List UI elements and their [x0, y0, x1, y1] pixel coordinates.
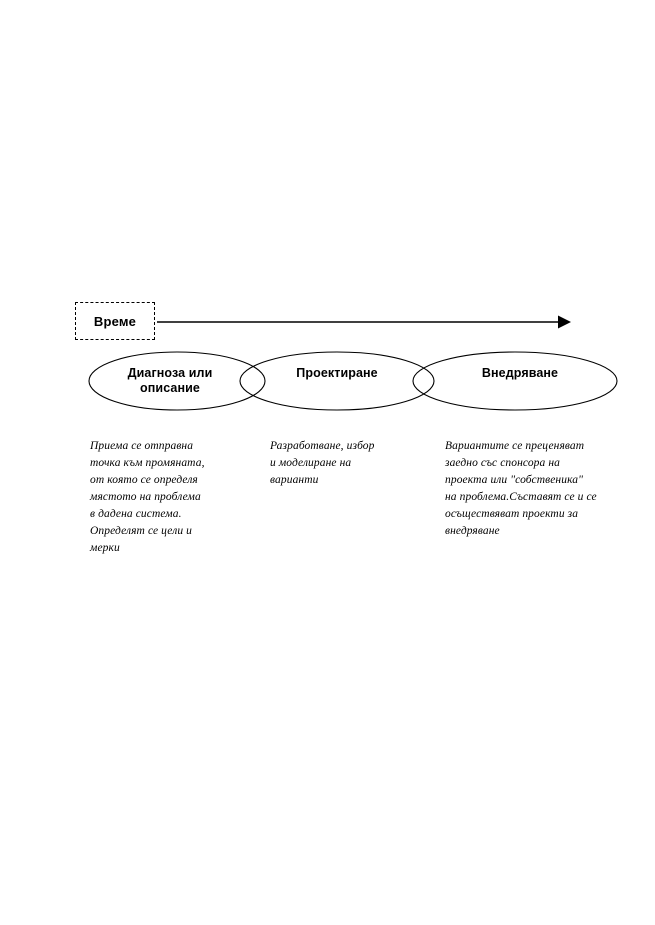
phase-label-implementation: Внедряване	[481, 366, 559, 380]
phase-ellipse-diagnosis	[88, 351, 266, 411]
phase-ellipse-design	[239, 351, 435, 411]
time-label-box: Време	[75, 302, 155, 340]
phase-ellipse-implementation	[412, 351, 618, 411]
phase-description-diagnosis: Приема се отправна точка към промяната, …	[90, 440, 205, 554]
timeline-arrowhead-icon	[558, 315, 571, 329]
phase-description-design: Разработване, избор и моделиране на вари…	[270, 440, 375, 486]
timeline-arrow	[157, 315, 571, 329]
phase-label-diagnosis: Диагноза или описание	[127, 366, 213, 395]
phase-label-design: Проектиране	[296, 366, 378, 380]
phase-description-implementation: Вариантите се преценяват заедно със спон…	[445, 440, 597, 537]
time-label-text: Време	[93, 313, 137, 329]
